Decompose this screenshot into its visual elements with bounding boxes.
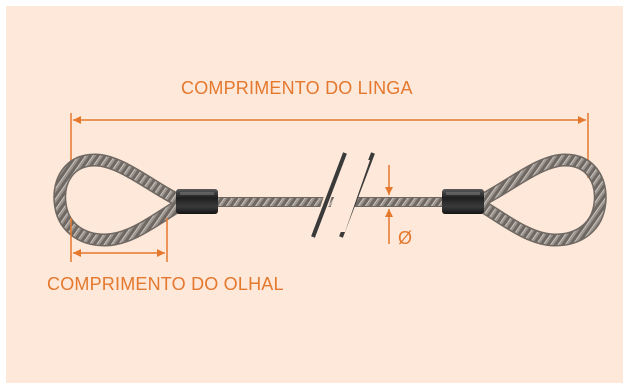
diagram-background [6,6,623,383]
wire-rope-body [218,197,446,207]
sling-length-label: COMPRIMENTO DO LINGA [181,78,413,98]
right-eye-loop [475,153,607,247]
left-eye-loop [53,153,185,247]
eye-length-label: COMPRIMENTO DO OLHAL [47,274,284,294]
break-marks [310,152,375,238]
left-ferrule [176,189,218,214]
right-ferrule [442,189,484,214]
diameter-label: Ø [398,228,413,248]
eye-length-dimension [70,218,168,262]
